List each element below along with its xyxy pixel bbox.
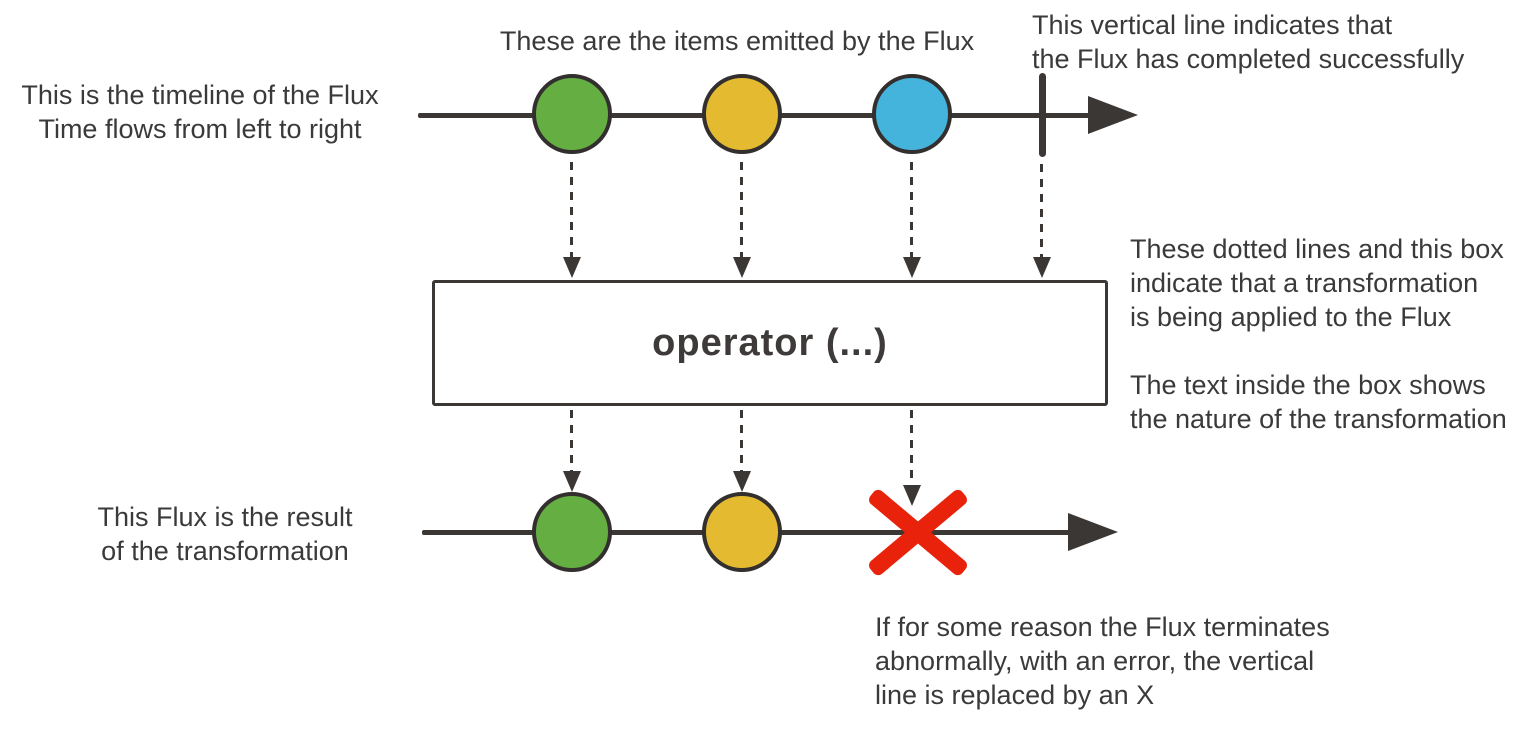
annotation-transformation-line5: the nature of the transformation — [1130, 404, 1507, 434]
result-marble-green — [532, 492, 612, 572]
top-timeline-arrowhead-icon — [1088, 96, 1138, 134]
top-marble-blue — [872, 74, 952, 154]
dashed-arrowhead-icon — [563, 257, 581, 278]
dashed-arrow-line — [1040, 164, 1043, 258]
dashed-arrow-line — [570, 410, 573, 472]
error-x-icon — [858, 473, 978, 593]
annotation-transformation: These dotted lines and this box indicate… — [1130, 232, 1507, 436]
annotation-timeline-line2: Time flows from left to right — [38, 114, 362, 144]
annotation-complete-line2: the Flux has completed successfully — [1032, 44, 1465, 74]
dashed-arrow-line — [910, 162, 913, 258]
annotation-timeline: This is the timeline of the Flux Time fl… — [8, 78, 392, 146]
annotation-transformation-line2: indicate that a transformation — [1130, 268, 1479, 298]
annotation-items-emitted-line1: These are the items emitted by the Flux — [499, 26, 975, 56]
dashed-arrow-line — [910, 410, 913, 486]
annotation-complete: This vertical line indicates that the Fl… — [1032, 8, 1464, 76]
annotation-transformation-line1: These dotted lines and this box — [1130, 234, 1504, 264]
annotation-result-line1: This Flux is the result — [97, 502, 353, 532]
dashed-arrowhead-icon — [903, 485, 921, 506]
annotation-error-line3: line is replaced by an X — [875, 680, 1155, 710]
dashed-arrowhead-icon — [733, 257, 751, 278]
annotation-transformation-line4: The text inside the box shows — [1130, 370, 1486, 400]
complete-bar-icon — [1039, 73, 1046, 157]
dashed-arrow-line — [570, 162, 573, 258]
top-marble-green — [532, 74, 612, 154]
annotation-items-emitted: These are the items emitted by the Flux — [452, 24, 1022, 58]
operator-label: operator (...) — [652, 321, 888, 364]
dashed-arrowhead-icon — [903, 257, 921, 278]
annotation-error: If for some reason the Flux terminates a… — [875, 610, 1330, 712]
dashed-arrowhead-icon — [733, 471, 751, 492]
annotation-result: This Flux is the result of the transform… — [55, 500, 395, 568]
annotation-timeline-line1: This is the timeline of the Flux — [21, 80, 379, 110]
annotation-error-line1: If for some reason the Flux terminates — [875, 612, 1330, 642]
annotation-error-line2: abnormally, with an error, the vertical — [875, 646, 1315, 676]
annotation-result-line2: of the transformation — [101, 536, 349, 566]
result-timeline-arrowhead-icon — [1068, 513, 1118, 551]
dashed-arrow-line — [740, 410, 743, 472]
dashed-arrowhead-icon — [1033, 257, 1051, 278]
annotation-complete-line1: This vertical line indicates that — [1032, 10, 1393, 40]
top-marble-yellow — [702, 74, 782, 154]
operator-box: operator (...) — [432, 280, 1108, 406]
annotation-transformation-line3: is being applied to the Flux — [1130, 302, 1452, 332]
result-marble-yellow — [702, 492, 782, 572]
annotation-transformation-gap — [1130, 334, 1507, 368]
dashed-arrowhead-icon — [563, 471, 581, 492]
dashed-arrow-line — [740, 162, 743, 258]
